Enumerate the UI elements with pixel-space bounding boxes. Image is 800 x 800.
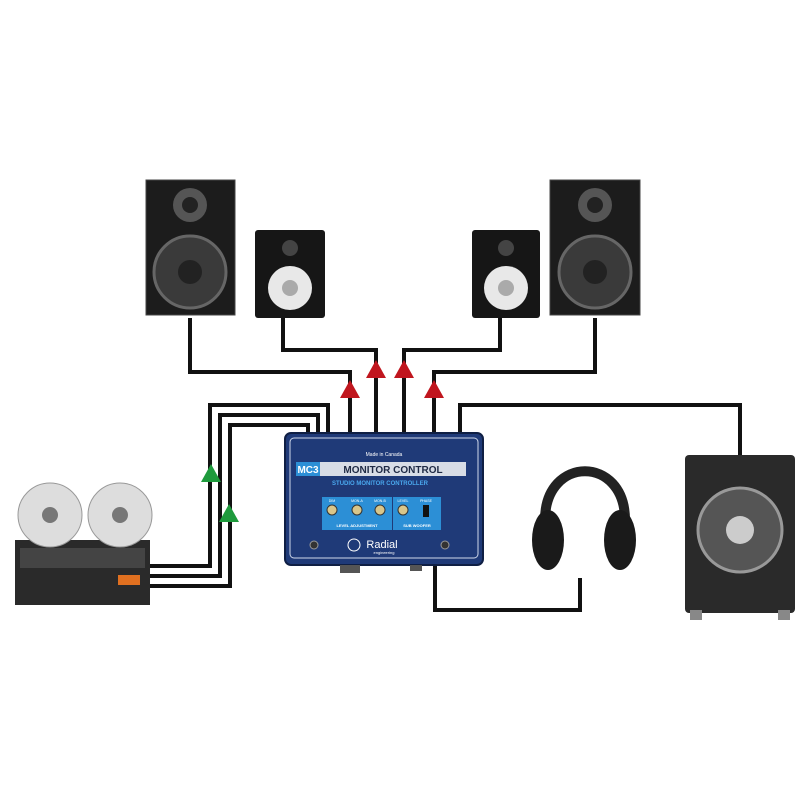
knob-dim[interactable]: DIM (326, 499, 338, 516)
model-label: MC3 (297, 465, 319, 476)
cable-tape-2 (150, 413, 320, 578)
svg-text:MON-A: MON-A (351, 499, 363, 503)
sub-woofer-label: SUB WOOFER (403, 523, 431, 528)
subtitle-label: STUDIO MONITOR CONTROLLER (332, 481, 429, 487)
reel-to-reel-tape-deck (15, 482, 153, 605)
output-arrows (340, 360, 444, 398)
cables (150, 316, 742, 612)
svg-text:DIM: DIM (329, 499, 336, 503)
svg-text:PHASE: PHASE (420, 499, 433, 503)
subwoofer (685, 455, 795, 620)
cable-small-right-speaker (402, 316, 502, 434)
cable-headphones (433, 565, 582, 612)
arrow-up-icon (366, 360, 386, 378)
phase-switch[interactable]: PHASE (420, 499, 433, 517)
cable-big-right-speaker (432, 318, 597, 434)
knob-mon-b[interactable]: MON-B (374, 499, 386, 516)
title-label: MONITOR CONTROL (343, 465, 442, 476)
brand-label: Radial (366, 539, 397, 551)
cable-big-left-speaker (188, 318, 352, 434)
cable-tape-3 (150, 423, 310, 588)
svg-text:MON-B: MON-B (374, 499, 386, 503)
arrow-up-icon (394, 360, 414, 378)
arrow-up-icon (424, 380, 444, 398)
mc3-monitor-controller: Made in Canada MC3 MONITOR CONTROL STUDI… (284, 432, 484, 573)
studio-monitor-small-left (255, 230, 325, 318)
input-arrows (201, 464, 239, 522)
studio-monitor-small-right (472, 230, 540, 318)
cable-tape-1 (150, 403, 330, 568)
arrow-up-icon (201, 464, 221, 482)
knob-mon-a[interactable]: MON-A (351, 499, 363, 516)
brand-sub-label: engineering (374, 550, 395, 555)
cable-small-left-speaker (281, 316, 378, 434)
studio-monitor-large-left (145, 179, 236, 316)
level-adjustment-label: LEVEL ADJUSTMENT (336, 523, 378, 528)
headphones (532, 466, 636, 570)
studio-monitor-large-right (549, 179, 641, 316)
cable-subwoofer (458, 403, 742, 455)
radial-logo-icon (347, 538, 361, 552)
svg-text:LEVEL: LEVEL (398, 499, 409, 503)
knob-sub-level[interactable]: LEVEL (397, 499, 409, 516)
arrow-up-icon (340, 380, 360, 398)
arrow-up-icon (219, 504, 239, 522)
made-in-label: Made in Canada (366, 452, 403, 458)
